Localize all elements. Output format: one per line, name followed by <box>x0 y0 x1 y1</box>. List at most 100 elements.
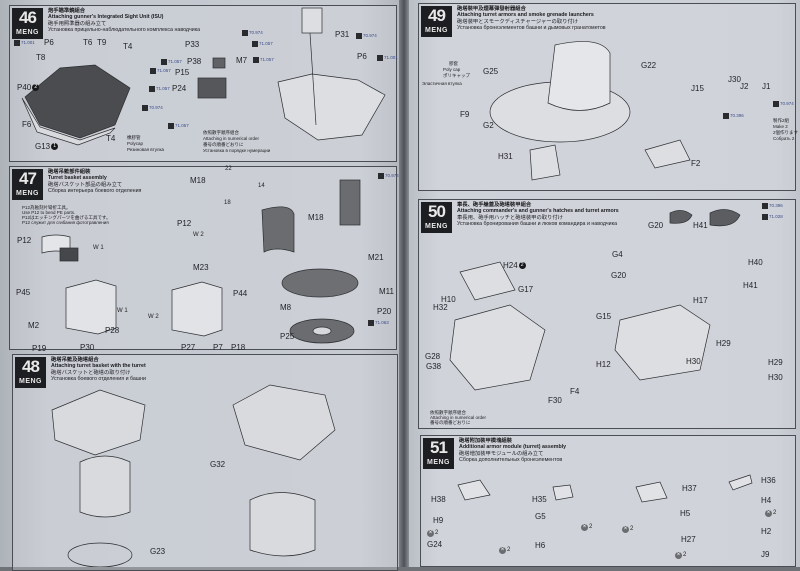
meng-logo: MENG <box>425 223 448 230</box>
paint-code: 71.057 <box>168 123 189 129</box>
part-number: J30 <box>728 75 741 84</box>
meng-logo: MENG <box>16 190 39 197</box>
instruction-note: 依照數字順序組合 <box>203 130 239 135</box>
part-label: M11 <box>379 287 394 296</box>
part-number: P40 <box>17 83 32 92</box>
multiplier-value: 2 <box>589 524 593 530</box>
title-zh: 砲塔附加裝甲模塊組裝 <box>459 438 512 444</box>
part-number: F4 <box>570 387 580 396</box>
turret-ring-drawing <box>67 542 133 567</box>
title-ru: Сборка дополнительных бронеэлементов <box>459 456 563 463</box>
title-zh: 車長、砲手艙蓋及砲塔裝甲組合 <box>457 202 532 208</box>
h35-module-drawing <box>552 484 574 501</box>
part-number: P6 <box>357 52 367 61</box>
title-en: Turret basket assembly <box>48 175 107 182</box>
turret-floor-drawing <box>24 64 131 139</box>
part-number: M2 <box>28 321 40 330</box>
part-number: P44 <box>233 289 248 298</box>
part-label: H36 <box>761 476 776 485</box>
h38-module-drawing <box>457 479 491 501</box>
part-label: P45 <box>16 288 30 297</box>
part-label: G4 <box>612 250 623 259</box>
meng-logo: MENG <box>425 27 448 34</box>
instruction-note: 製作2組 <box>773 118 790 123</box>
part-number: G23 <box>150 547 166 556</box>
part-label: T4 <box>123 42 132 51</box>
title-en: Attaching gunner's Integrated Sight Unit… <box>48 14 164 21</box>
part-number: M21 <box>368 253 384 262</box>
part-label: G38 <box>426 362 441 371</box>
part-label: T8 <box>36 53 45 62</box>
h41-hatch-drawing <box>709 209 741 227</box>
title-en: Additional armor module (turret) assembl… <box>459 444 567 451</box>
part-number: H27 <box>681 535 696 544</box>
part-number: G2 <box>483 121 494 130</box>
part-label: H4 <box>761 496 771 505</box>
part-label: J2 <box>740 82 748 91</box>
multiplier-value: 2 <box>507 547 511 553</box>
part-label: G22 <box>641 61 656 70</box>
assembled-turret-drawing <box>232 384 336 461</box>
title-en: Attaching commander's and gunner's hatch… <box>457 208 619 215</box>
meng-logo: MENG <box>427 459 450 466</box>
step-number: 49 <box>428 6 446 25</box>
part-number: P18 <box>231 343 246 352</box>
title-zh: 砲塔吊籃部件組裝 <box>48 169 91 175</box>
times-icon: × <box>765 510 772 517</box>
part-label: G24 <box>427 540 442 549</box>
multiplier-mark: ×2 <box>765 510 776 517</box>
times-icon: × <box>499 547 506 554</box>
basket-drawing <box>79 455 131 518</box>
part-number: M18 <box>308 213 324 222</box>
part-label: H41 <box>743 281 758 290</box>
g20-hatch-drawing <box>669 210 693 224</box>
multiplier-value: 2 <box>630 526 634 532</box>
part-label: G28 <box>425 352 440 361</box>
part-label: H5 <box>680 509 690 518</box>
title-ru: Сборка интерьера боевого отделения <box>48 187 142 194</box>
part-label: H37 <box>682 484 697 493</box>
part-label: G15 <box>596 312 611 321</box>
part-label: J1 <box>762 82 770 91</box>
part-number: G24 <box>427 540 443 549</box>
title-ru: Установка боевого отделения и башни <box>51 375 146 382</box>
basket-section-1-drawing <box>65 279 117 335</box>
times-icon: × <box>427 530 434 537</box>
instruction-note: 膠套 <box>449 61 458 66</box>
instruction-note: 番号の順番どおりに <box>203 142 244 147</box>
part-number: M7 <box>236 56 248 65</box>
meng-logo: MENG <box>16 29 39 36</box>
part-number: T6 <box>83 38 93 47</box>
paint-code: 70.396 <box>723 113 744 119</box>
part-label: G17 <box>518 285 533 294</box>
part-label: P27 <box>181 343 195 352</box>
part-label: P38 <box>187 57 201 66</box>
part-number: G28 <box>425 352 441 361</box>
part-number: P12 <box>177 219 192 228</box>
turret-body-drawing <box>449 304 546 391</box>
part-label: G20 <box>648 221 663 230</box>
part-number: M23 <box>193 263 209 272</box>
multiplier-mark: ×2 <box>499 547 510 554</box>
part-label: T9 <box>97 38 106 47</box>
instruction-note: Эластичная втулка <box>422 81 462 86</box>
part-number: H37 <box>682 484 697 493</box>
part-label: M18 <box>190 176 206 185</box>
pe-fret-mark: W 1 <box>93 245 104 251</box>
part-number: T4 <box>106 134 116 143</box>
part-label: F30 <box>548 396 562 405</box>
isu-block-drawing <box>212 57 226 69</box>
times-icon: × <box>622 526 629 533</box>
order-number-icon: 2 <box>32 84 40 92</box>
paint-code: 71.063 <box>368 320 389 326</box>
part-label: G32 <box>210 460 225 469</box>
part-number: H40 <box>748 258 763 267</box>
part-number: G4 <box>612 250 623 259</box>
title-jp: 砲塔装甲とスモークディスチャージャーの取り付け <box>457 18 579 25</box>
part-label: G25 <box>483 67 498 76</box>
